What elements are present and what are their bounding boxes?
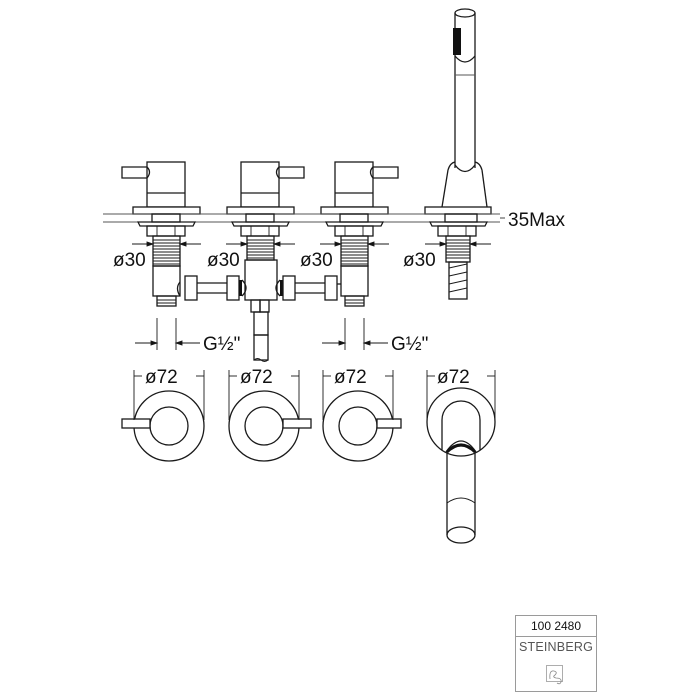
rosette-4-shower-icon <box>426 387 496 544</box>
thread-dia-label-1: ø30 <box>113 250 146 271</box>
shower-hose-icon <box>448 261 468 300</box>
rosette-dia-label-4: ø72 <box>437 367 470 388</box>
rosette-2-icon <box>228 390 312 462</box>
connection-label-right: G½" <box>391 334 428 355</box>
rosette-3-icon <box>322 390 402 462</box>
connector-pipe-left <box>176 275 247 301</box>
article-number: 100 2480 <box>516 616 596 637</box>
rosette-dia-label-1: ø72 <box>145 367 178 388</box>
rosette-dia-label-3: ø72 <box>334 367 367 388</box>
rosette-1-icon <box>121 390 205 462</box>
brand-name: STEINBERG <box>518 640 594 654</box>
thread-dia-label-2: ø30 <box>207 250 240 271</box>
title-block: 100 2480 STEINBERG <box>515 615 597 692</box>
thread-hatching <box>153 239 470 265</box>
dimension-o72 <box>133 370 496 420</box>
thread-dia-label-3: ø30 <box>300 250 333 271</box>
connection-label-left: G½" <box>203 334 240 355</box>
deck-thickness-label: 35Max <box>508 210 566 231</box>
valve-body-3-icon <box>334 161 399 208</box>
thread-dia-label-4: ø30 <box>403 250 436 271</box>
deck-lines <box>103 213 500 223</box>
dimension-g12 <box>135 318 388 350</box>
steinberg-logo-icon <box>546 665 563 685</box>
hand-shower-icon <box>441 8 488 208</box>
rosette-dia-label-2: ø72 <box>240 367 273 388</box>
valve-body-1-icon <box>121 161 186 208</box>
valve-body-2-icon <box>240 161 305 208</box>
connector-pipe-right <box>275 275 341 301</box>
dimension-arrows-o30 <box>132 241 491 247</box>
mounting-nuts <box>136 213 489 237</box>
